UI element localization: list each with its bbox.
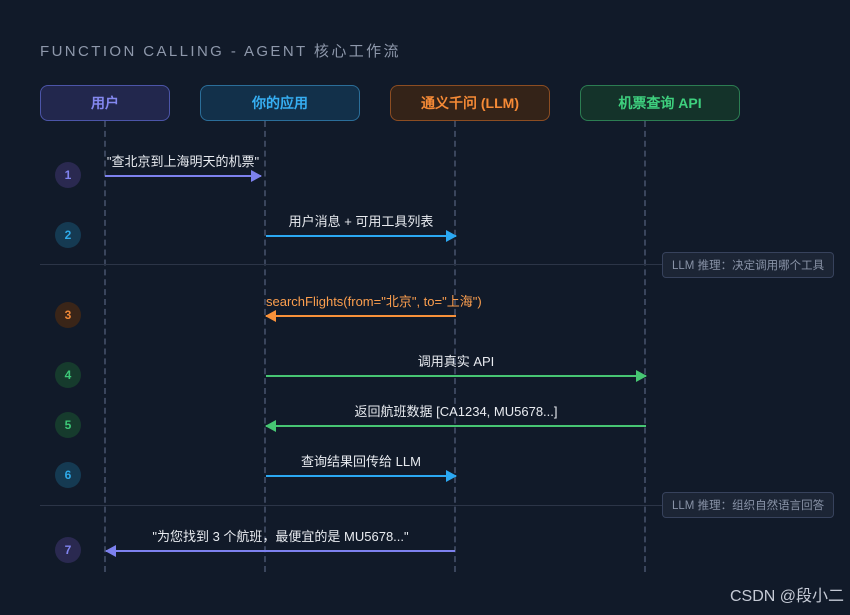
message-label-6: 查询结果回传给 LLM [301, 454, 421, 469]
message-arrow-6: 查询结果回传给 LLM [266, 451, 457, 482]
message-label-5: 返回航班数据 [CA1234, MU5678...] [354, 404, 558, 419]
step-badge-3: 3 [55, 302, 81, 328]
lifeline-api [644, 121, 646, 572]
step-badge-4: 4 [55, 362, 81, 388]
message-label-1: "查北京到上海明天的机票" [106, 154, 260, 169]
message-arrow-7: "为您找到 3 个航班，最便宜的是 MU5678..." [105, 526, 455, 557]
arrow-line [266, 230, 457, 242]
message-label-2: 用户消息 + 可用工具列表 [288, 214, 434, 229]
arrowhead-right-icon [251, 170, 262, 182]
step-badge-1: 1 [55, 162, 81, 188]
step-badge-2: 2 [55, 222, 81, 248]
lifeline-llm [454, 121, 456, 572]
actor-api-label: 机票查询 API [618, 95, 702, 111]
arrowhead-left-icon [265, 420, 276, 432]
arrow-line [265, 420, 646, 432]
inference-note-1: LLM 推理：决定调用哪个工具 [662, 252, 835, 278]
actor-app-label: 你的应用 [252, 95, 308, 111]
phase-divider-2 [40, 505, 662, 506]
arrow-line [265, 310, 456, 322]
arrow-line [266, 370, 647, 382]
message-label-3: searchFlights(from="北京", to="上海") [266, 294, 482, 309]
arrowhead-right-icon [446, 230, 457, 242]
message-arrow-4: 调用真实 API [266, 351, 647, 382]
actor-user: 用户 [40, 85, 170, 121]
actor-api: 机票查询 API [580, 85, 740, 121]
arrow-line [105, 170, 262, 182]
actor-app: 你的应用 [200, 85, 360, 121]
phase-divider-1 [40, 264, 662, 265]
step-badge-5: 5 [55, 412, 81, 438]
arrow-line [105, 545, 455, 557]
lifeline-user [104, 121, 106, 572]
step-badge-7: 7 [55, 537, 81, 563]
watermark: CSDN @段小二 [729, 588, 844, 605]
message-label-7: "为您找到 3 个航班，最便宜的是 MU5678..." [152, 529, 409, 544]
message-label-4: 调用真实 API [417, 354, 495, 369]
arrowhead-left-icon [265, 310, 276, 322]
inference-note-2: LLM 推理：组织自然语言回答 [662, 492, 835, 518]
step-badge-6: 6 [55, 462, 81, 488]
message-arrow-5: 返回航班数据 [CA1234, MU5678...] [265, 401, 646, 432]
arrowhead-left-icon [105, 545, 116, 557]
lifeline-app [264, 121, 266, 572]
message-arrow-1: "查北京到上海明天的机票" [105, 151, 262, 182]
actor-llm-label: 通义千问 (LLM) [421, 95, 519, 111]
arrowhead-right-icon [636, 370, 647, 382]
page-title: FUNCTION CALLING - AGENT 核心工作流 [40, 43, 401, 60]
actor-user-label: 用户 [91, 95, 119, 111]
message-arrow-3: searchFlights(from="北京", to="上海") [265, 291, 482, 322]
actor-llm: 通义千问 (LLM) [390, 85, 550, 121]
message-arrow-2: 用户消息 + 可用工具列表 [266, 211, 457, 242]
arrowhead-right-icon [446, 470, 457, 482]
arrow-line [266, 470, 457, 482]
